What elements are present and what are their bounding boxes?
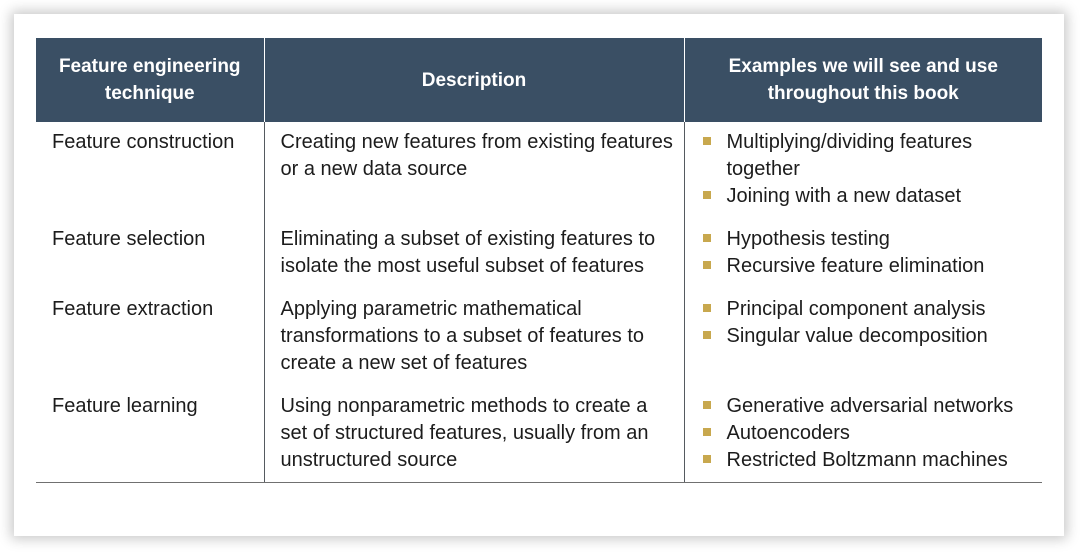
table-row: Feature construction Creating new featur… bbox=[36, 122, 1042, 220]
examples-cell: Multiplying/dividing features together J… bbox=[683, 122, 1042, 220]
examples-list: Generative adversarial networks Autoenco… bbox=[701, 393, 1037, 474]
example-text: Principal component analysis bbox=[726, 298, 986, 320]
table-card: Feature engineering technique Descriptio… bbox=[14, 14, 1064, 536]
feature-engineering-table: Feature engineering technique Descriptio… bbox=[36, 38, 1042, 483]
header-description: Description bbox=[263, 38, 684, 122]
square-bullet-icon bbox=[702, 234, 711, 242]
list-item: Singular value decomposition bbox=[701, 323, 1037, 350]
square-bullet-icon bbox=[702, 401, 711, 409]
list-item: Generative adversarial networks bbox=[701, 393, 1037, 420]
table-row: Feature extraction Applying parametric m… bbox=[36, 290, 1042, 387]
square-bullet-icon bbox=[702, 428, 711, 436]
description-cell: Using nonparametric methods to create a … bbox=[263, 387, 684, 483]
header-row: Feature engineering technique Descriptio… bbox=[36, 38, 1042, 122]
list-item: Joining with a new dataset bbox=[701, 183, 1037, 210]
list-item: Principal component analysis bbox=[701, 296, 1037, 323]
square-bullet-icon bbox=[702, 331, 711, 339]
description-cell: Applying parametric mathematical transfo… bbox=[263, 290, 684, 387]
example-text: Generative adversarial networks bbox=[726, 395, 1014, 417]
table-row: Feature learning Using nonparametric met… bbox=[36, 387, 1042, 483]
square-bullet-icon bbox=[702, 137, 711, 145]
list-item: Hypothesis testing bbox=[701, 226, 1037, 253]
technique-cell: Feature construction bbox=[52, 131, 235, 153]
list-item: Multiplying/dividing features together bbox=[701, 129, 1037, 183]
examples-list: Multiplying/dividing features together J… bbox=[701, 129, 1037, 210]
example-text: Hypothesis testing bbox=[726, 228, 890, 250]
square-bullet-icon bbox=[702, 455, 711, 463]
list-item: Autoencoders bbox=[701, 420, 1037, 447]
header-technique: Feature engineering technique bbox=[36, 38, 264, 122]
example-text: Joining with a new dataset bbox=[726, 185, 962, 207]
table-row: Feature selection Eliminating a subset o… bbox=[36, 220, 1042, 290]
examples-cell: Principal component analysis Singular va… bbox=[683, 290, 1042, 387]
technique-cell: Feature learning bbox=[36, 387, 264, 483]
description-cell: Eliminating a subset of existing feature… bbox=[263, 220, 684, 290]
examples-cell: Hypothesis testing Recursive feature eli… bbox=[683, 220, 1042, 290]
example-text: Multiplying/dividing features together bbox=[726, 131, 973, 180]
technique-cell: Feature selection bbox=[52, 228, 206, 250]
header-examples: Examples we will see and use throughout … bbox=[683, 38, 1042, 122]
example-text: Singular value decomposition bbox=[726, 325, 988, 347]
example-text: Recursive feature elimination bbox=[726, 255, 985, 277]
description-cell: Creating new features from existing feat… bbox=[263, 122, 684, 220]
list-item: Restricted Boltzmann machines bbox=[701, 447, 1037, 474]
list-item: Recursive feature elimination bbox=[701, 253, 1037, 280]
square-bullet-icon bbox=[702, 191, 711, 199]
technique-cell: Feature extraction bbox=[52, 298, 214, 320]
square-bullet-icon bbox=[702, 261, 711, 269]
example-text: Restricted Boltzmann machines bbox=[726, 449, 1008, 471]
examples-list: Hypothesis testing Recursive feature eli… bbox=[701, 226, 1037, 280]
example-text: Autoencoders bbox=[726, 422, 850, 444]
examples-cell: Generative adversarial networks Autoenco… bbox=[683, 387, 1042, 483]
examples-list: Principal component analysis Singular va… bbox=[701, 296, 1037, 350]
square-bullet-icon bbox=[702, 304, 711, 312]
